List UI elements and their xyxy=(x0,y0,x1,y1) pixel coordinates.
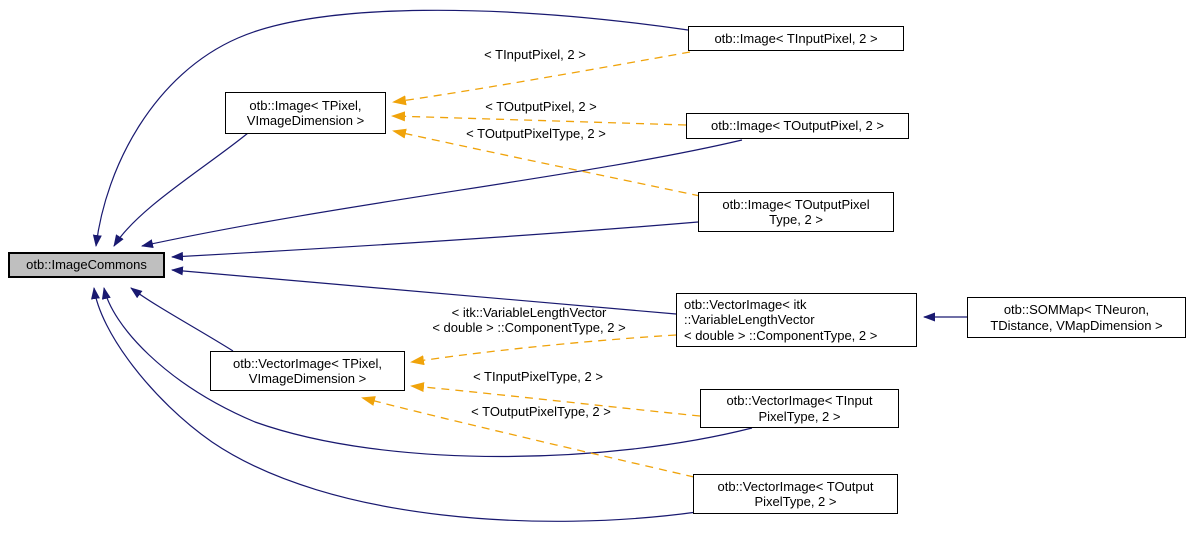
edge-vectorimage-tinput-to-imagecommons xyxy=(101,287,753,458)
node-label: otb::VectorImage< TPixel, VImageDimensio… xyxy=(233,355,382,387)
edge-image-toutputpixel-to-image-template xyxy=(391,111,687,126)
edge-vectorimage-toutput-to-vectorimage-template xyxy=(361,396,695,478)
edge-image-template-to-imagecommons xyxy=(113,132,249,247)
node-otb-image-template[interactable]: otb::Image< TPixel, VImageDimension > xyxy=(225,92,386,134)
node-otb-imagecommons[interactable]: otb::ImageCommons xyxy=(8,252,165,278)
node-label: otb::VectorImage< TOutput PixelType, 2 > xyxy=(717,478,874,510)
node-otb-sommap[interactable]: otb::SOMMap< TNeuron, TDistance, VMapDim… xyxy=(967,297,1186,338)
node-label: otb::ImageCommons xyxy=(26,257,147,273)
edge-vectorimage-toutput-to-imagecommons xyxy=(91,287,698,522)
node-otb-vectorimage-itk-variablelengthvector[interactable]: otb::VectorImage< itk ::VariableLengthVe… xyxy=(676,293,917,347)
node-otb-image-tinputpixel[interactable]: otb::Image< TInputPixel, 2 > xyxy=(688,26,904,51)
node-label: otb::Image< TOutputPixel Type, 2 > xyxy=(722,196,870,228)
node-label: otb::SOMMap< TNeuron, TDistance, VMapDim… xyxy=(990,302,1163,333)
node-label: otb::Image< TInputPixel, 2 > xyxy=(714,30,878,46)
node-label: otb::VectorImage< itk ::VariableLengthVe… xyxy=(684,296,878,343)
node-otb-image-toutputpixel[interactable]: otb::Image< TOutputPixel, 2 > xyxy=(686,113,909,139)
edge-label-toutputpixel: < TOutputPixel, 2 > xyxy=(485,99,597,114)
node-otb-vectorimage-template[interactable]: otb::VectorImage< TPixel, VImageDimensio… xyxy=(210,351,405,391)
edge-image-tinputpixel-to-image-template xyxy=(392,51,691,106)
node-otb-image-toutputpixeltype[interactable]: otb::Image< TOutputPixel Type, 2 > xyxy=(698,192,894,232)
edge-image-toutputpixeltype-to-imagecommons xyxy=(171,221,699,261)
node-otb-vectorimage-tinputpixeltype[interactable]: otb::VectorImage< TInput PixelType, 2 > xyxy=(700,389,899,428)
edge-image-toutputpixel-to-imagecommons xyxy=(141,139,743,249)
edge-label-tinputpixeltype: < TInputPixelType, 2 > xyxy=(473,369,603,384)
edge-label-itk-variablelengthvector: < itk::VariableLengthVector < double > :… xyxy=(432,305,626,335)
node-label: otb::VectorImage< TInput PixelType, 2 > xyxy=(726,393,873,424)
node-label: otb::Image< TPixel, VImageDimension > xyxy=(246,97,365,129)
node-label: otb::Image< TOutputPixel, 2 > xyxy=(711,118,884,134)
edge-vectorimage-itk-to-imagecommons xyxy=(171,266,677,315)
edge-label-toutputpixeltype-image: < TOutputPixelType, 2 > xyxy=(466,126,606,141)
edge-label-toutputpixeltype-vector: < TOutputPixelType, 2 > xyxy=(471,404,611,419)
edge-vectorimage-template-to-imagecommons xyxy=(130,287,234,352)
edge-vectorimage-tinput-to-vectorimage-template xyxy=(410,382,701,417)
edge-label-tinputpixel: < TInputPixel, 2 > xyxy=(484,47,586,62)
edge-vectorimage-itk-to-vectorimage-template xyxy=(410,334,677,366)
node-otb-vectorimage-toutputpixeltype[interactable]: otb::VectorImage< TOutput PixelType, 2 > xyxy=(693,474,898,514)
edge-image-tinputpixel-to-imagecommons xyxy=(92,9,689,247)
